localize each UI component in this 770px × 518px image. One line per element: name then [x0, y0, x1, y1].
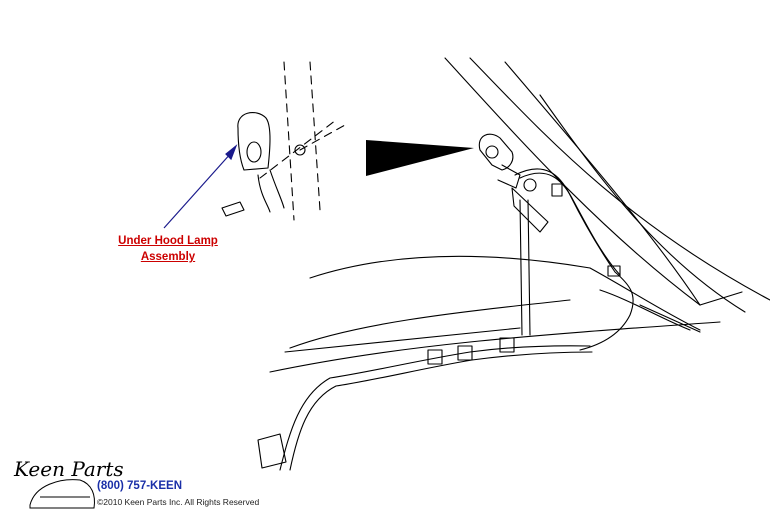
hood-edge: [469, 57, 770, 301]
explode-guide: [283, 61, 295, 221]
callout-line-2: Assembly: [140, 251, 196, 263]
wire-harness: [289, 351, 593, 471]
harness-clip: [457, 345, 473, 361]
lamp-mount-screw: [221, 201, 245, 217]
lamp-bulb: [246, 141, 262, 163]
explode-guide: [309, 61, 321, 211]
harness-connector: [257, 433, 287, 469]
lamp-wire: [514, 168, 634, 351]
explode-guide: [259, 119, 337, 179]
prop-rod-bracket: [511, 187, 549, 233]
mounted-lamp-bulb: [485, 145, 499, 159]
logo-script-text: Keen Parts: [13, 457, 124, 481]
wire-clip: [551, 183, 563, 197]
mounted-lamp: [478, 133, 514, 171]
lamp-socket: [497, 164, 521, 189]
lamp-wire-lead: [257, 174, 271, 213]
harness-clip: [499, 337, 515, 353]
copyright-text: ©2010 Keen Parts Inc. All Rights Reserve…: [97, 497, 260, 507]
callout-line-1: Under Hood Lamp: [118, 235, 218, 247]
hood-panel: [309, 255, 591, 279]
prop-rod: [519, 199, 523, 336]
wire-clip: [607, 265, 621, 277]
harness-clip: [427, 349, 443, 365]
hood-panel: [289, 299, 571, 349]
phone-number: (800) 757-KEEN: [97, 480, 183, 492]
lamp-wire-lead: [269, 169, 285, 209]
hood-panel: [269, 321, 721, 373]
hood-edge: [539, 94, 746, 313]
pointer-triangle: [366, 140, 474, 176]
hood-panel: [589, 267, 701, 331]
hood-edge: [504, 61, 701, 306]
prop-rod: [527, 199, 531, 336]
lamp-housing: [237, 112, 271, 171]
explode-guide: [299, 124, 346, 151]
leader-arrowhead: [225, 144, 238, 161]
leader-line: [163, 151, 233, 229]
logo-car-icon: [29, 479, 95, 509]
hood-panel: [284, 327, 521, 353]
lamp-wire: [519, 172, 621, 276]
hood-panel: [639, 304, 701, 333]
lamp-nut: [294, 144, 306, 156]
wire-harness: [279, 345, 591, 471]
hood-panel: [599, 289, 691, 331]
hood-edge: [444, 57, 701, 306]
lamp-socket-ring: [523, 178, 537, 192]
under-hood-lamp-assembly-link[interactable]: Under Hood Lamp Assembly: [104, 233, 232, 265]
hood-edge: [699, 291, 743, 306]
